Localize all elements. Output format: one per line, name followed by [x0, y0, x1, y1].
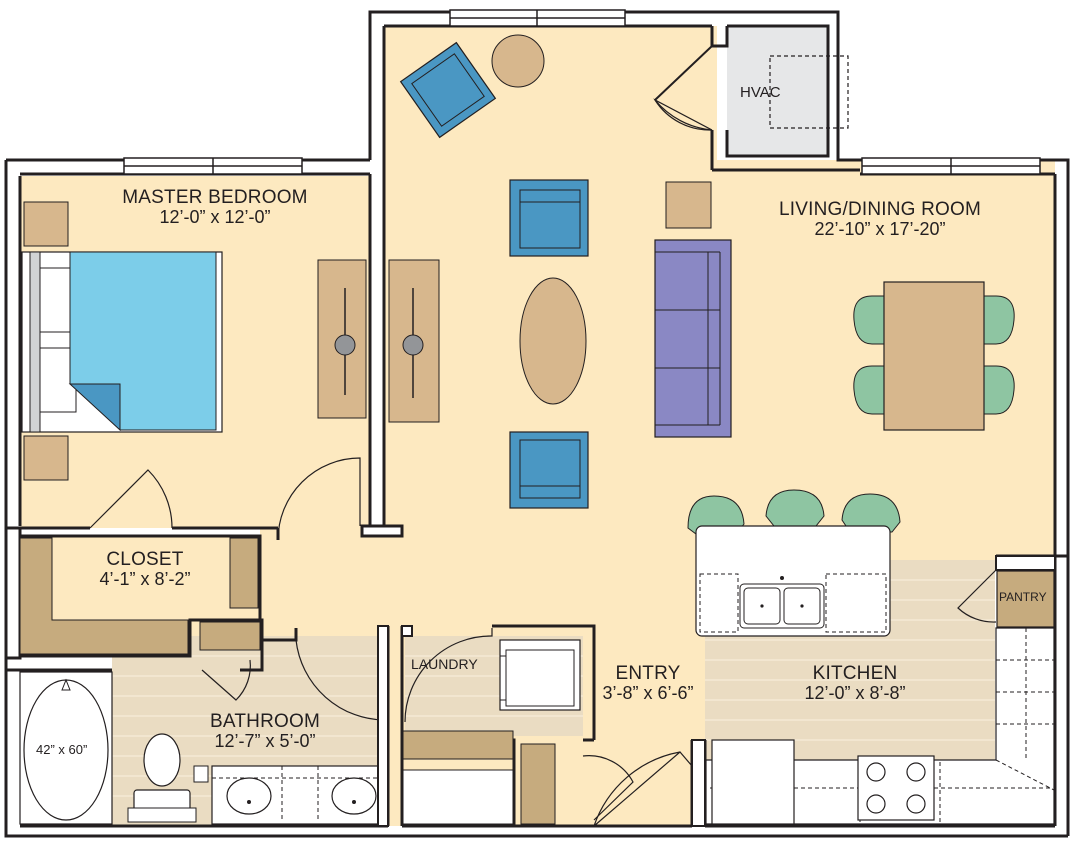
room-name: ENTRY: [615, 663, 681, 684]
bed-icon: [21, 251, 223, 433]
sink-icon: [739, 576, 825, 629]
toilet-icon: [127, 733, 197, 823]
room-dimensions: 12’-7” x 5’-0”: [214, 730, 316, 751]
closet-shelving: [19, 537, 261, 655]
room-dimensions: 12’-0” x 8’-8”: [804, 682, 906, 703]
walls: [4, 10, 1070, 838]
side-table: [491, 34, 545, 88]
nightstand: [23, 201, 69, 247]
tv-console: [388, 259, 440, 423]
sink-icon: [226, 777, 272, 815]
vanity: [211, 765, 387, 825]
laundry-shelf: [402, 730, 514, 760]
room-dimensions: 12’-0” x 12’-0”: [159, 206, 271, 227]
dining-table-icon: [853, 281, 1015, 431]
hvac-label: HVAC: [740, 84, 781, 101]
dresser: [317, 259, 367, 419]
hvac-room-floor: [727, 26, 828, 156]
pantry-label: PANTRY: [999, 590, 1047, 604]
room-label-living-dining: LIVING/DINING ROOM 22’-10” x 17’-20”: [760, 200, 1000, 239]
pantry: [996, 570, 1055, 628]
room-dimensions: 4’-1” x 8’-2”: [99, 568, 191, 589]
nightstand: [23, 435, 69, 481]
coffee-table: [519, 277, 587, 405]
room-label-bathroom: BATHROOM 12’-7” x 5’-0”: [190, 712, 340, 751]
room-name: MASTER BEDROOM: [122, 187, 308, 208]
door-swing-icon: [277, 457, 361, 541]
doors: [89, 45, 997, 827]
laundry-label: LAUNDRY: [411, 656, 478, 672]
tub-size-label: 42” x 60”: [36, 742, 88, 757]
kitchen-island: [695, 525, 891, 637]
room-name: BATHROOM: [210, 711, 320, 732]
room-dimensions: 22’-10” x 17’-20”: [814, 218, 946, 239]
toilet-paper: [193, 765, 209, 783]
door-swing-icon: [404, 628, 493, 723]
entry-closet-shelf: [520, 743, 556, 825]
armchair-icon: [509, 431, 589, 509]
barstools: [687, 489, 901, 535]
end-table: [665, 181, 712, 229]
room-label-master-bedroom: MASTER BEDROOM 12’-0” x 12’-0”: [110, 188, 320, 227]
door-swing-icon: [201, 659, 251, 701]
room-label-entry: ENTRY 3’-8” x 6’-6”: [580, 664, 716, 703]
sink-icon: [331, 777, 377, 815]
entry-floor: [583, 560, 705, 825]
refrigerator: [711, 739, 795, 825]
armchair-icon: [399, 41, 497, 139]
room-name: KITCHEN: [812, 663, 898, 684]
door-swing-icon: [957, 569, 997, 623]
wall-fill: [995, 555, 1056, 571]
range-icon: [857, 755, 935, 821]
coat-closet: [402, 769, 514, 825]
sofa-icon: [654, 239, 732, 438]
washer-dryer-icon: [499, 639, 581, 711]
armchair-icon: [509, 179, 589, 257]
hall-floor: [260, 528, 390, 638]
bathtub-icon: [19, 671, 113, 825]
door-swing-icon: [582, 755, 634, 821]
door-swing-icon: [295, 639, 387, 721]
door-swing-icon: [89, 469, 173, 529]
room-label-kitchen: KITCHEN 12’-0” x 8’-8”: [780, 664, 930, 703]
door-swing-icon: [593, 751, 693, 827]
windows: [123, 9, 1041, 175]
room-dimensions: 3’-8” x 6’-6”: [602, 682, 694, 703]
room-label-closet: CLOSET 4’-1” x 8’-2”: [70, 550, 220, 589]
room-name: LIVING/DINING ROOM: [778, 199, 982, 220]
hvac-unit: [769, 55, 849, 129]
room-name: CLOSET: [106, 549, 184, 570]
